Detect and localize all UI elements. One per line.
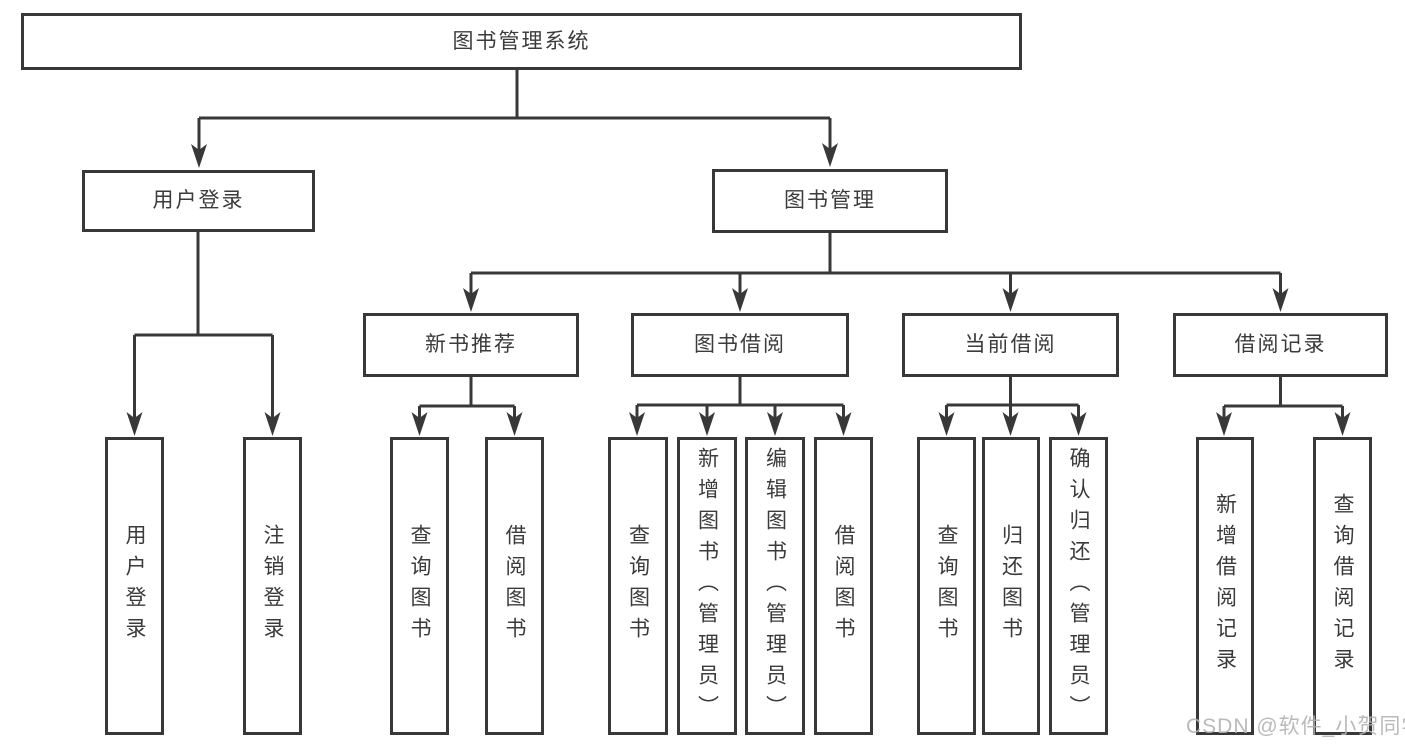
node-new-book-recommend: 新书推荐 [363,313,579,377]
leaf-user-login: 用户登录 [105,437,164,735]
leaf-borrowing-edit-books: 编辑图书（管理员） [745,437,805,735]
leaf-recommend-query-books-label: 查询图书 [408,524,431,648]
node-borrow-records-label: 借阅记录 [1234,333,1327,357]
node-book-management: 图书管理 [712,169,948,233]
node-book-borrowing-label: 图书借阅 [694,333,786,357]
leaf-current-query-books-label: 查询图书 [935,524,958,648]
leaf-current-query-books: 查询图书 [917,437,976,735]
leaf-records-add-record: 新增借阅记录 [1196,437,1254,735]
node-system-root: 图书管理系统 [21,13,1022,70]
leaf-recommend-query-books: 查询图书 [390,437,449,735]
leaf-borrowing-edit-books-label: 编辑图书（管理员） [763,446,787,726]
node-system-root-label: 图书管理系统 [452,29,591,53]
leaf-current-return-books: 归还图书 [982,437,1040,735]
node-user-login-label: 用户登录 [152,189,245,213]
node-current-borrowing: 当前借阅 [902,313,1119,377]
node-book-management-label: 图书管理 [784,189,876,213]
leaf-records-query-record-label: 查询借阅记录 [1331,493,1354,679]
leaf-records-query-record: 查询借阅记录 [1313,437,1372,735]
leaf-borrowing-query-books-label: 查询图书 [626,524,650,648]
leaf-user-login-label: 用户登录 [123,524,146,648]
leaf-recommend-borrow-books-label: 借阅图书 [503,524,526,648]
leaf-borrowing-borrow-books: 借阅图书 [814,437,873,735]
leaf-user-logout: 注销登录 [243,437,302,735]
leaf-user-logout-label: 注销登录 [261,524,284,648]
node-new-book-recommend-label: 新书推荐 [425,333,517,357]
leaf-borrowing-add-books: 新增图书（管理员） [677,437,737,735]
node-book-borrowing: 图书借阅 [631,313,849,377]
leaf-borrowing-add-books-label: 新增图书（管理员） [695,446,719,726]
leaf-borrowing-borrow-books-label: 借阅图书 [832,524,855,648]
csdn-watermark: CSDN @软件_小贺同学 [1186,715,1405,738]
leaf-recommend-borrow-books: 借阅图书 [485,437,544,735]
leaf-records-add-record-label: 新增借阅记录 [1213,493,1237,679]
leaf-current-confirm-return-label: 确认归还（管理员） [1067,446,1090,726]
node-user-login: 用户登录 [82,170,315,232]
leaf-current-confirm-return: 确认归还（管理员） [1049,437,1108,735]
leaf-borrowing-query-books: 查询图书 [608,437,668,735]
node-current-borrowing-label: 当前借阅 [964,333,1057,357]
leaf-current-return-books-label: 归还图书 [999,524,1023,648]
node-borrow-records: 借阅记录 [1173,313,1388,377]
